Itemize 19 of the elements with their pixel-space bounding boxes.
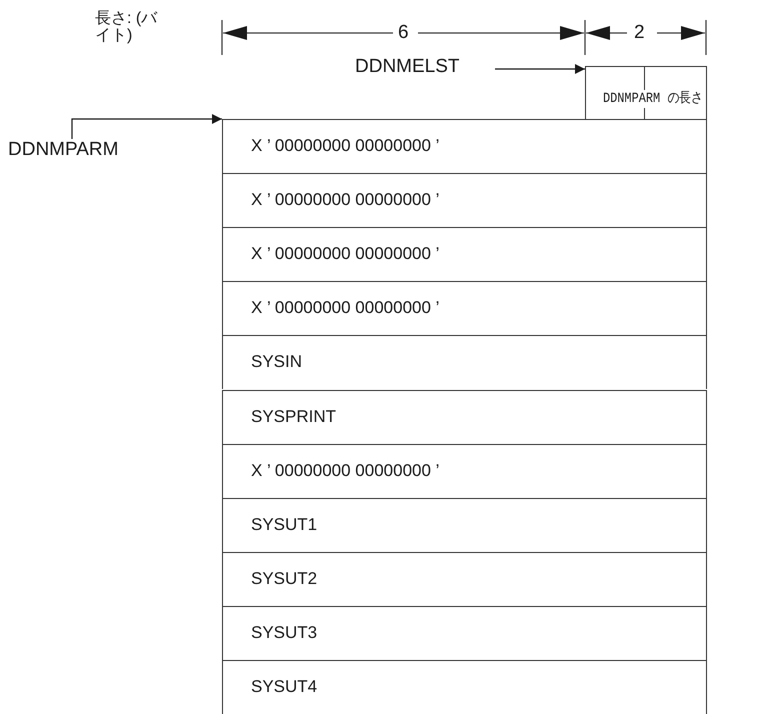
pointer-name: DDNMPARM: [8, 139, 138, 163]
field-label: DDNMPARM の長さ: [603, 90, 703, 108]
dimension-value: 2: [634, 22, 645, 44]
table-row: X ’ 00000000 00000000 ’: [222, 227, 707, 282]
table-row: X ’ 00000000 00000000 ’: [222, 119, 707, 174]
pointer-name: DDNMELST: [355, 56, 495, 80]
unit-label: 長さ: (バイト): [95, 10, 158, 44]
dimension-value: 6: [398, 22, 409, 44]
arrow: [495, 64, 585, 74]
table-row: SYSUT3: [222, 606, 707, 660]
arrow: [71, 114, 222, 139]
table-row: X ’ 00000000 00000000 ’: [222, 281, 707, 336]
table-row: SYSUT4: [222, 660, 707, 714]
table-row: X ’ 00000000 00000000 ’: [222, 444, 707, 498]
table-row: SYSPRINT: [222, 390, 707, 444]
table-row: SYSUT1: [222, 498, 707, 552]
table-row: SYSUT2: [222, 552, 707, 606]
table-row: SYSIN: [222, 335, 707, 390]
table-row: X ’ 00000000 00000000 ’: [222, 173, 707, 228]
